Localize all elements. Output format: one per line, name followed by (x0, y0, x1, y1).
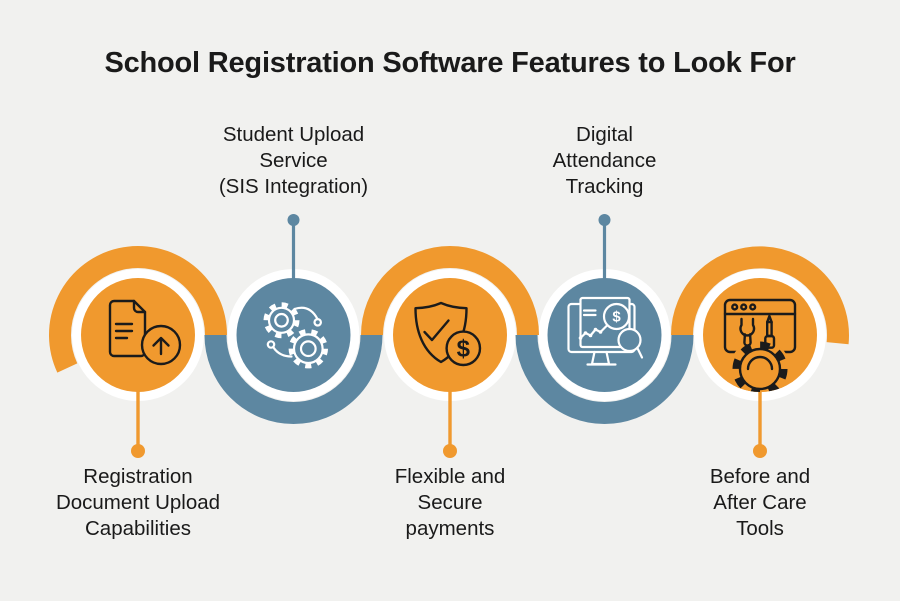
label-line: Attendance (552, 149, 657, 172)
connector-4 (598, 214, 611, 280)
label-line: payments (405, 517, 495, 540)
label-line: Secure (417, 491, 483, 514)
wave-arc-2-blue (204, 334, 383, 424)
wrench-head (739, 317, 756, 337)
shield-checkmark (423, 319, 450, 342)
link-node-top (313, 317, 322, 327)
label-line: Tracking (565, 175, 644, 198)
label-line: Document Upload (55, 491, 221, 514)
connector-2 (287, 214, 300, 280)
feature-label-student-upload-service: Student Upload Service (SIS Integration) (164, 122, 424, 200)
care-tools-browser-icon (723, 298, 797, 392)
feature-circle-3 (393, 278, 507, 392)
document-upload-icon (108, 299, 182, 366)
gear-body (738, 347, 782, 391)
label-line: Flexible and (394, 465, 506, 488)
label-line: Service (259, 149, 328, 172)
screwdriver-tip (766, 314, 773, 324)
gear-body (267, 306, 296, 334)
connector-dot (131, 444, 145, 458)
wave-arc-5-orange (671, 246, 849, 345)
magnifier-handle (636, 346, 644, 359)
secure-payment-shield-icon: $ (414, 301, 482, 367)
label-line: Before and (709, 465, 811, 488)
wave-arcs (49, 246, 849, 424)
label-line: (SIS Integration) (218, 175, 369, 198)
connector-5 (753, 390, 767, 458)
label-line: Registration (83, 465, 193, 488)
browser-dots (731, 303, 757, 311)
wrench (739, 317, 756, 347)
connectors (131, 214, 767, 458)
feature-label-digital-attendance-tracking: Digital Attendance Tracking (475, 122, 735, 200)
connector-1 (131, 390, 145, 458)
label-line: Tools (736, 517, 784, 540)
wave-arc-4-blue (515, 334, 694, 424)
page-title: School Registration Software Features to… (104, 47, 796, 79)
feature-label-flexible-secure-payments: Flexible and Secure payments (320, 464, 580, 542)
label-line: Student Upload (222, 123, 365, 146)
label-line: Capabilities (85, 517, 191, 540)
dollar-sign: $ (612, 309, 621, 326)
coin-circle (602, 302, 631, 331)
feature-discs (81, 278, 817, 392)
label-line: Digital (576, 123, 633, 146)
report-text-lines (582, 309, 597, 317)
wave-arc-3-orange (361, 246, 539, 336)
link-node-bottom (266, 340, 276, 349)
screwdriver (764, 314, 776, 349)
coin-circle (445, 330, 482, 367)
gear-body (292, 333, 324, 365)
shield-outline (414, 301, 468, 364)
connector-dot (753, 444, 767, 458)
label-line: After Care (713, 491, 807, 514)
screwdriver-handle (764, 334, 776, 349)
connector-3 (443, 390, 457, 458)
gear-hole (274, 312, 289, 328)
gear (730, 339, 790, 392)
connector-dot (598, 214, 611, 226)
connector-dot (287, 214, 300, 226)
feature-label-before-after-care-tools: Before and After Care Tools (630, 464, 890, 542)
magnifier-glass (617, 327, 642, 353)
feature-label-registration-document-upload: Registration Document Upload Capabilitie… (8, 464, 268, 542)
gear-inner-arc (746, 355, 774, 371)
document-text-lines (114, 322, 134, 340)
document-fold (132, 299, 147, 314)
gear-hole (299, 340, 317, 358)
link-curve-bottom (272, 346, 293, 358)
wrench-handle (743, 333, 752, 347)
attendance-analytics-monitor-icon: $ (567, 296, 644, 366)
integration-gears-icon (263, 302, 328, 369)
gear-large (288, 329, 328, 369)
gear-teeth (288, 329, 328, 369)
connector-dot (443, 444, 457, 458)
feature-circle-2 (236, 278, 351, 392)
link-curve-top (293, 306, 319, 321)
trend-dots (578, 327, 603, 340)
wave-arc-1-orange (49, 246, 227, 373)
upload-arrow-head (152, 336, 170, 347)
gear-teeth (732, 341, 788, 392)
dollar-sign: $ (457, 336, 471, 363)
